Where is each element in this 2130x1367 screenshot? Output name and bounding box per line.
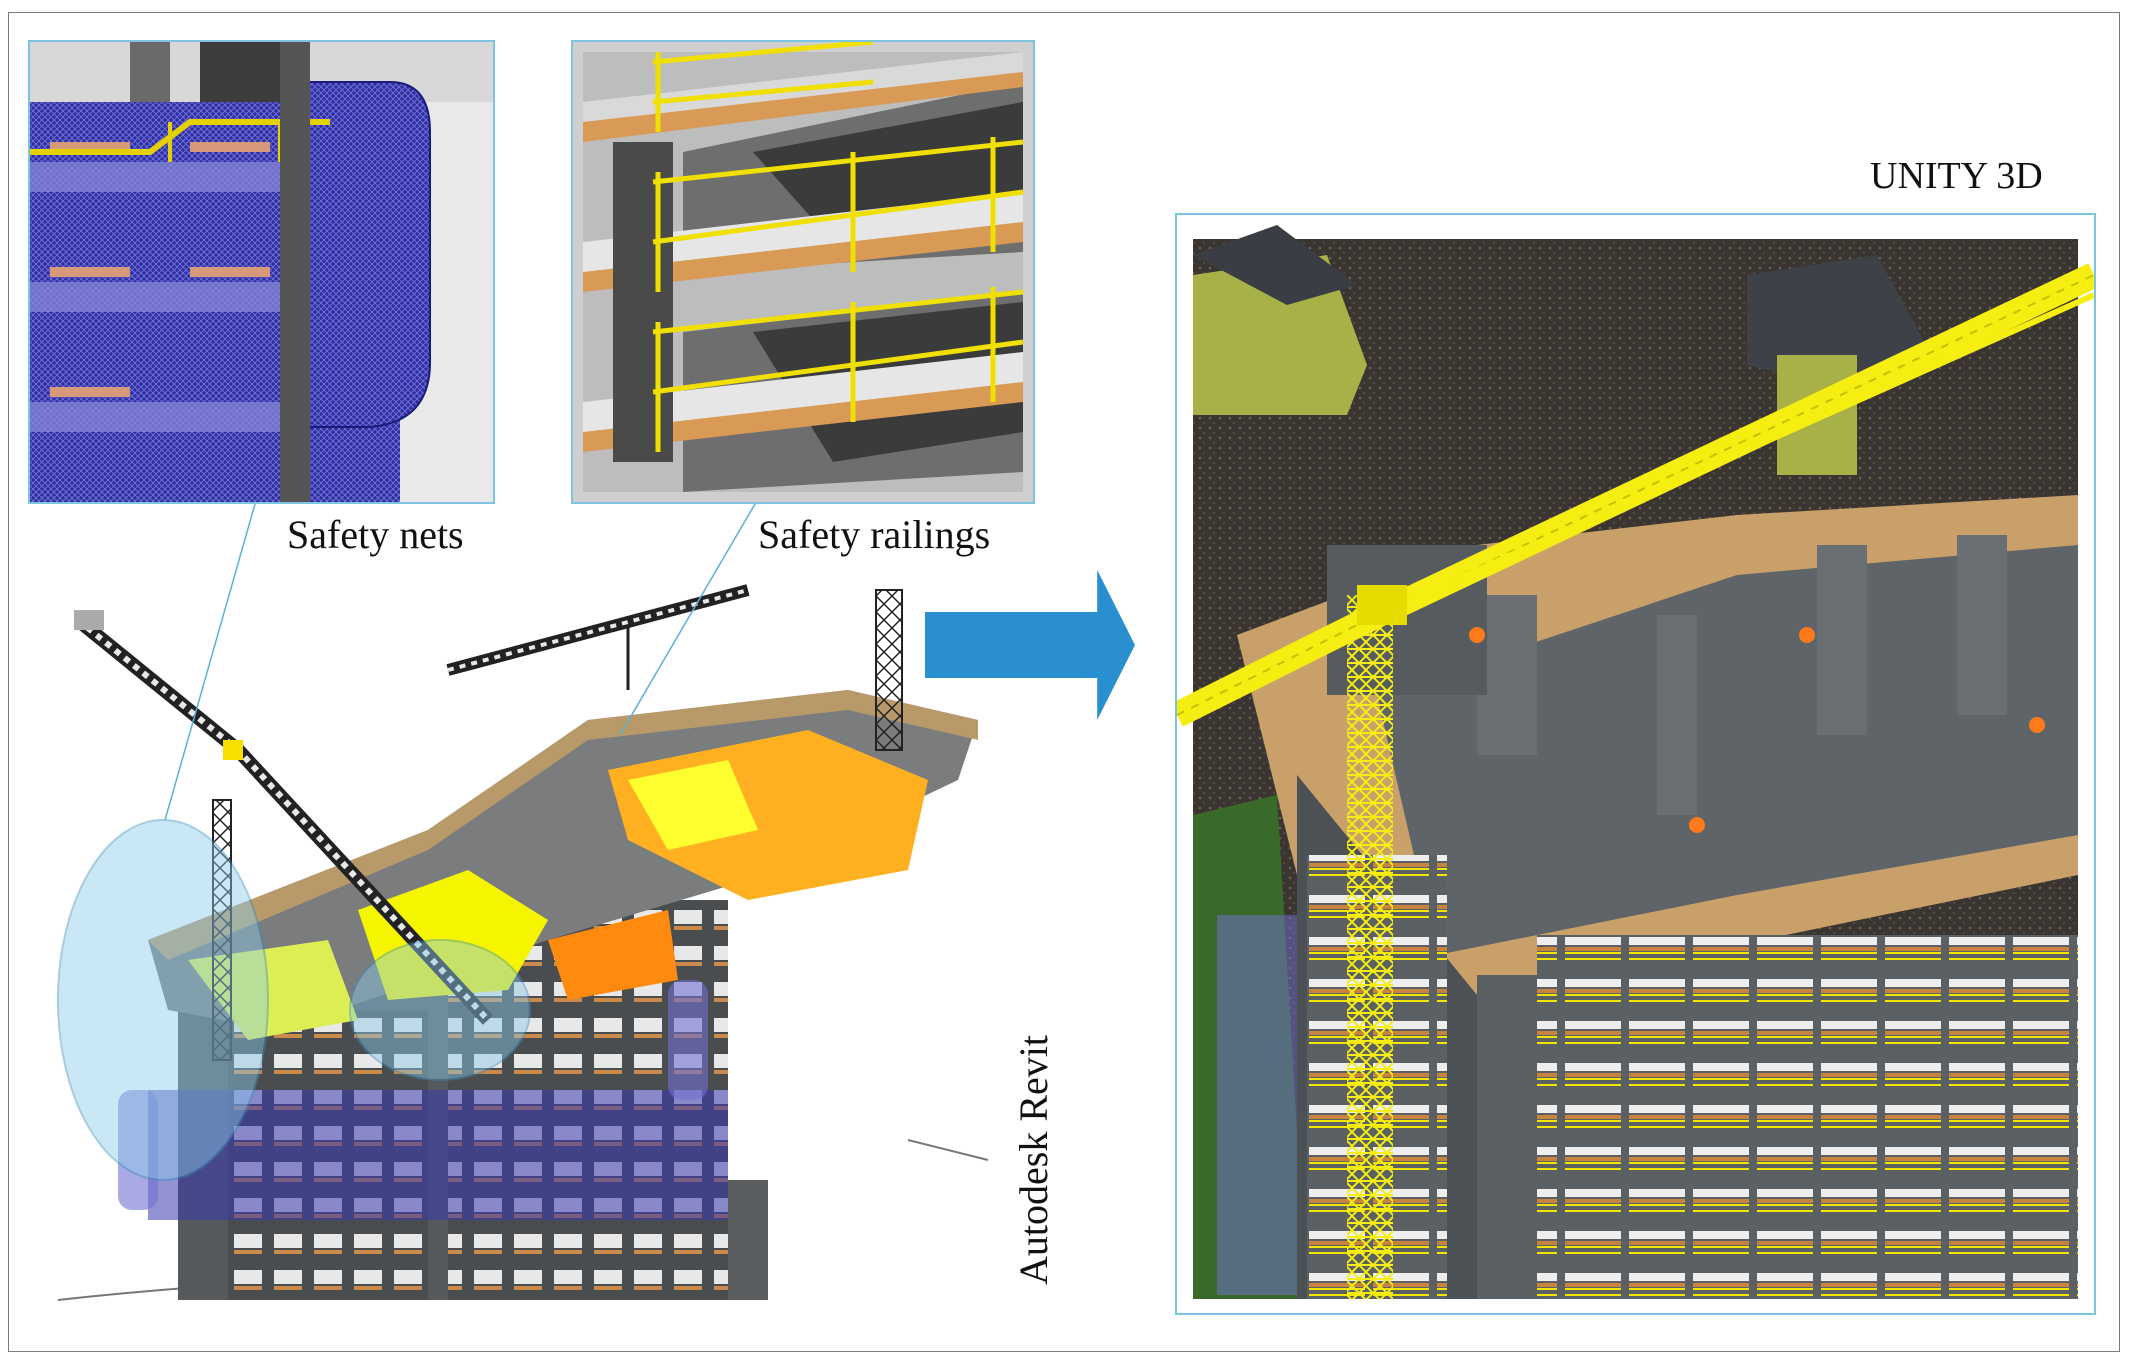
unity-render-panel	[1175, 213, 2096, 1315]
unity-3d-label: UNITY 3D	[1870, 155, 2043, 197]
safety-nets-inset	[28, 40, 495, 504]
safety-nets-illustration	[30, 42, 493, 502]
figure-frame	[8, 12, 2120, 1352]
tower-crane-icon	[212, 799, 232, 1061]
safety-nets-label: Safety nets	[287, 512, 464, 557]
autodesk-revit-label: Autodesk Revit	[1011, 1035, 1056, 1285]
unity-render-illustration	[1177, 215, 2094, 1313]
safety-railings-label: Safety railings	[758, 512, 991, 557]
safety-railings-inset	[571, 40, 1035, 504]
revit-model-illustration	[57, 584, 989, 1301]
arrow-right-icon	[925, 570, 1135, 720]
safety-railings-illustration	[573, 42, 1033, 502]
